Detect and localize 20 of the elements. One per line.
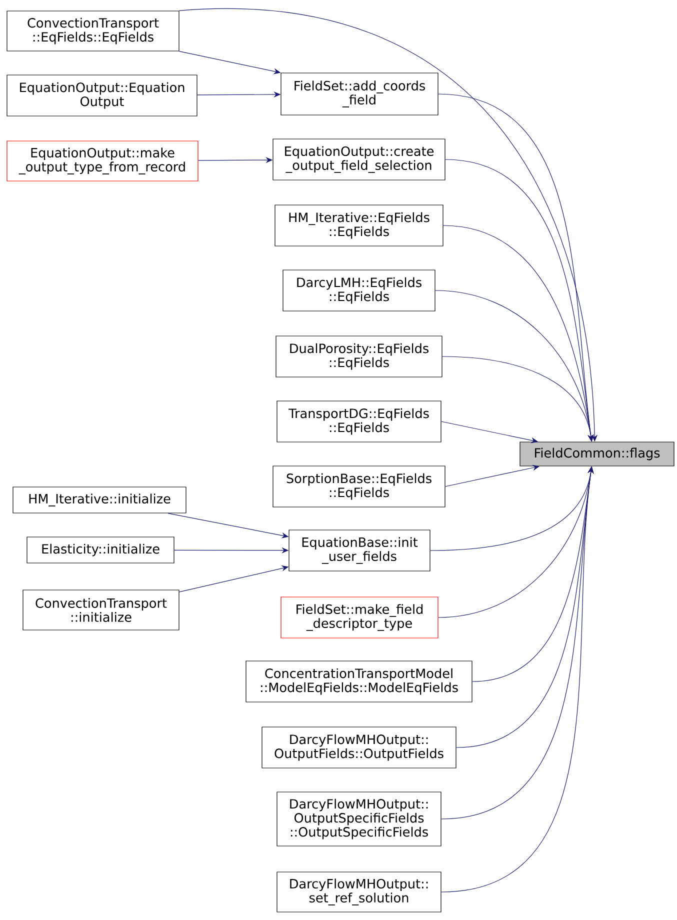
function-box: DarcyFlowMHOutput:: set_ref_solution [276, 872, 442, 912]
function-box: DarcyFlowMHOutput:: OutputFields::OutputFields [262, 726, 456, 768]
function-box: TransportDG::EqFields ::EqFields [276, 400, 442, 442]
function-box: HM_Iterative::EqFields ::EqFields [274, 204, 444, 246]
function-box: ConcentrationTransportModel ::ModelEqFields::ModelEqFields [246, 660, 472, 702]
function-box: Elasticity::initialize [26, 536, 174, 564]
function-box: EquationOutput::Equation Output [6, 74, 198, 116]
highlighted-function-box: FieldCommon::flags [520, 442, 674, 466]
function-box: DarcyLMH::EqFields ::EqFields [282, 270, 436, 312]
function-box: EquationBase::init _user_fields [288, 530, 430, 572]
function-box: SorptionBase::EqFields ::EqFields [272, 466, 446, 508]
function-box: DarcyFlowMHOutput:: OutputSpecificFields ::OutputSpecificFields [276, 792, 442, 846]
function-box: FieldSet::add_coords _field [280, 72, 438, 116]
function-box: FieldSet::make_field _descriptor_type [280, 596, 438, 638]
function-box: EquationOutput::make _output_type_from_record [6, 140, 198, 182]
function-box: ConvectionTransport ::initialize [22, 590, 180, 630]
function-box: ConvectionTransport ::EqFields::EqFields [6, 10, 180, 52]
function-box: EquationOutput::create _output_field_selection [272, 138, 446, 180]
function-box: HM_Iterative::initialize [12, 486, 186, 514]
function-box: DualPorosity::EqFields ::EqFields [276, 336, 442, 378]
